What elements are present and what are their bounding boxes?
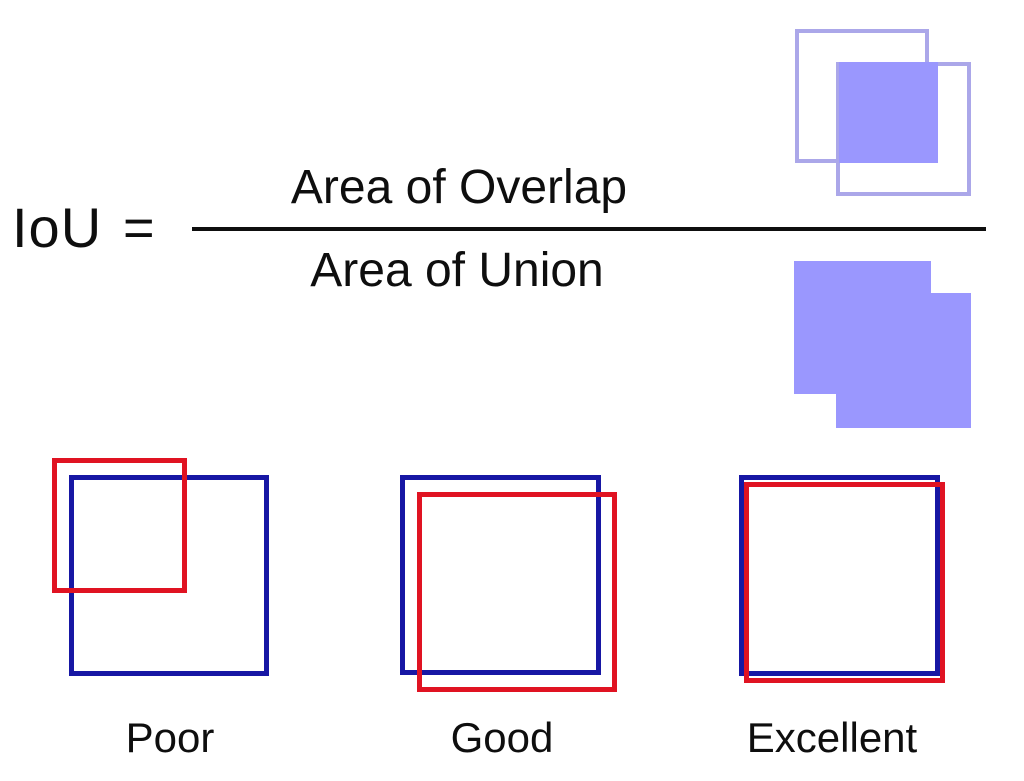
formula-equals-sign: = [123, 198, 155, 258]
poor-label: Poor [125, 714, 215, 761]
excellent-label: Excellent [746, 714, 918, 761]
excellent-ground-truth-box [739, 475, 940, 676]
formula-lhs: IoU [12, 196, 103, 259]
poor-predicted-box [52, 458, 187, 593]
good-ground-truth-box [400, 475, 601, 675]
formula-denominator-label: Area of Union [310, 244, 604, 297]
union-box-b-fill [836, 293, 971, 428]
good-predicted-box [417, 492, 617, 692]
good-label: Good [450, 714, 554, 761]
poor-ground-truth-box [69, 475, 269, 676]
formula-numerator-label: Area of Overlap [290, 161, 628, 214]
overlap-intersection-fill [839, 62, 938, 163]
excellent-predicted-box [744, 482, 945, 683]
fraction-bar [192, 227, 986, 231]
